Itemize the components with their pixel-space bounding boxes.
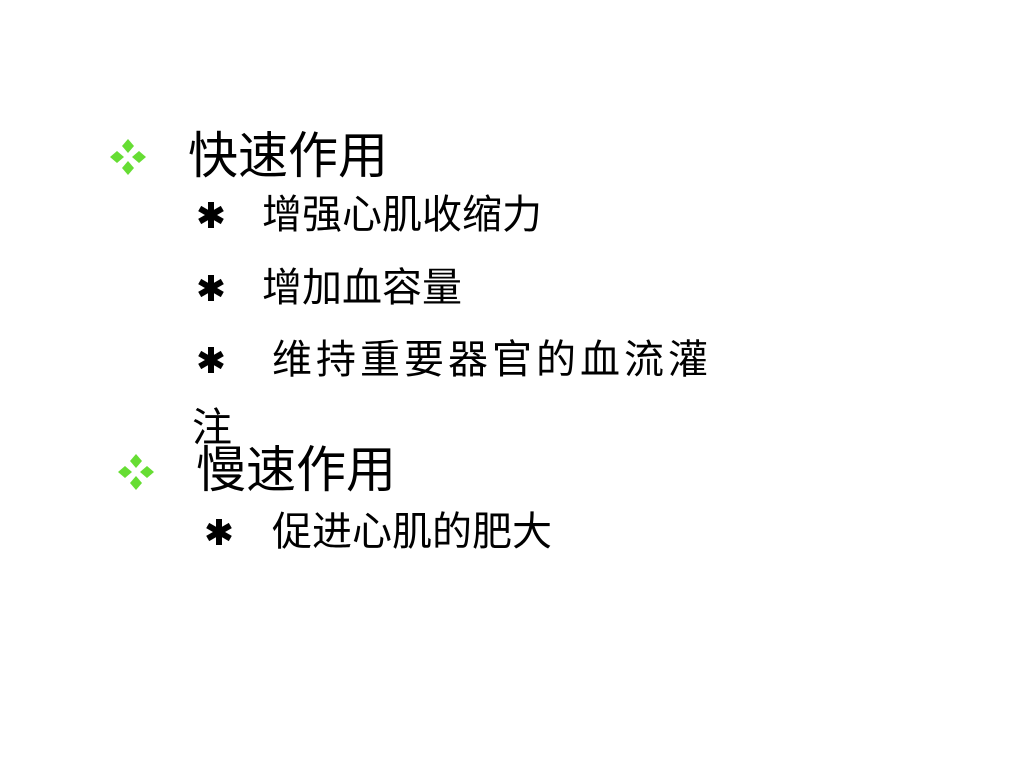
section-heading-slow-action: 慢速作用	[196, 441, 396, 499]
list-item-overflow: 注	[192, 405, 232, 451]
asterisk-bullet-icon	[198, 275, 224, 301]
four-diamond-bullet-icon	[110, 139, 146, 175]
section-heading-fast-action: 快速作用	[188, 127, 388, 185]
list-item: 增加血容量	[262, 265, 462, 311]
asterisk-bullet-icon	[198, 202, 224, 228]
list-item: 促进心肌的肥大	[272, 509, 552, 555]
asterisk-bullet-icon	[198, 347, 224, 373]
list-item: 增强心肌收缩力	[262, 192, 542, 238]
four-diamond-bullet-icon	[118, 454, 154, 490]
asterisk-bullet-icon	[206, 519, 232, 545]
list-item: 维持重要器官的血流灌	[272, 337, 712, 383]
